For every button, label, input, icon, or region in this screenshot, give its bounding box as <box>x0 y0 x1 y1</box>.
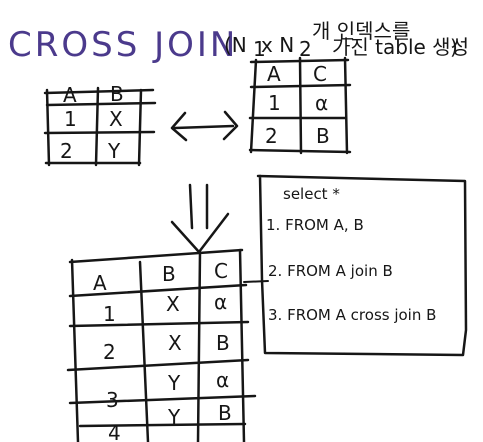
left-cell: 1 <box>64 107 77 131</box>
result-cell: 1 <box>103 302 116 326</box>
query-select: select * <box>283 185 340 203</box>
title-note: (N 1 x N 2 개 인덱스를 가진 table 생성 ) <box>224 19 469 61</box>
note-korean-line1: 개 인덱스를 <box>312 19 410 43</box>
result-table-border <box>68 394 257 405</box>
right-header-a: A <box>267 62 281 86</box>
right-header-c: C <box>313 62 327 86</box>
right-cell: 1 <box>268 91 281 115</box>
result-cell: 2 <box>103 340 116 364</box>
query-line-1: 1. FROM A, B <box>266 216 364 234</box>
left-cell: 2 <box>60 139 73 163</box>
result-table-border <box>68 320 250 328</box>
result-table-border <box>196 250 202 442</box>
title-heading: CROSS JOIN <box>8 25 238 65</box>
table-left: A B 1 X 2 Y <box>43 82 157 167</box>
double-arrow-icon <box>170 110 239 142</box>
query-line-3: 3. FROM A cross join B <box>268 306 436 324</box>
table-left-border <box>94 86 100 167</box>
note-open: (N <box>224 33 247 57</box>
left-header-b: B <box>110 82 124 106</box>
right-cell: 2 <box>265 124 278 148</box>
result-cell: α <box>216 368 229 392</box>
result-header-a: A <box>93 271 107 295</box>
left-cell: X <box>109 107 123 131</box>
result-table-border <box>70 258 80 442</box>
table-left-border <box>137 88 143 167</box>
query-box: select * 1. FROM A, B 2. FROM A join B 3… <box>256 174 468 357</box>
result-table-border <box>68 248 244 264</box>
result-cell: X <box>168 331 182 355</box>
down-arrow-icon <box>170 183 230 254</box>
table-right-border <box>298 56 303 155</box>
note-korean-line2: 가진 table 생성 <box>332 35 469 59</box>
note-close: ) <box>450 35 458 59</box>
result-cell: Y <box>167 371 181 395</box>
right-cell: α <box>315 91 328 115</box>
result-table: A B C 1 X α 2 X B 3 Y α 4 Y B <box>66 248 257 442</box>
result-table-border <box>68 283 248 298</box>
result-cell: α <box>214 290 227 314</box>
table-left-border <box>43 130 156 135</box>
table-left-border <box>45 101 157 107</box>
table-right-border <box>249 58 258 154</box>
result-table-border <box>138 260 150 442</box>
right-cell: B <box>316 124 330 148</box>
left-header-a: A <box>63 83 77 107</box>
result-cell: B <box>218 401 232 425</box>
table-left-border <box>45 88 51 167</box>
result-cell: B <box>216 331 230 355</box>
result-cell: X <box>166 292 180 316</box>
result-cell: 4 <box>108 421 121 442</box>
result-table-border <box>66 358 250 372</box>
result-table-border <box>238 248 246 442</box>
note-sub1: 1 <box>253 37 266 61</box>
result-cell: 3 <box>106 388 119 412</box>
connector-line <box>243 280 269 283</box>
table-right-border <box>343 56 349 155</box>
result-table-border <box>78 422 247 428</box>
result-cell: Y <box>167 405 181 429</box>
query-box-border <box>256 174 468 357</box>
query-line-2: 2. FROM A join B <box>268 262 393 280</box>
left-cell: Y <box>107 139 121 163</box>
note-x: x N <box>261 33 294 57</box>
result-header-b: B <box>162 262 176 286</box>
table-right: A C 1 α 2 B <box>248 56 352 155</box>
result-header-c: C <box>214 259 228 283</box>
note-sub2: 2 <box>299 37 312 61</box>
